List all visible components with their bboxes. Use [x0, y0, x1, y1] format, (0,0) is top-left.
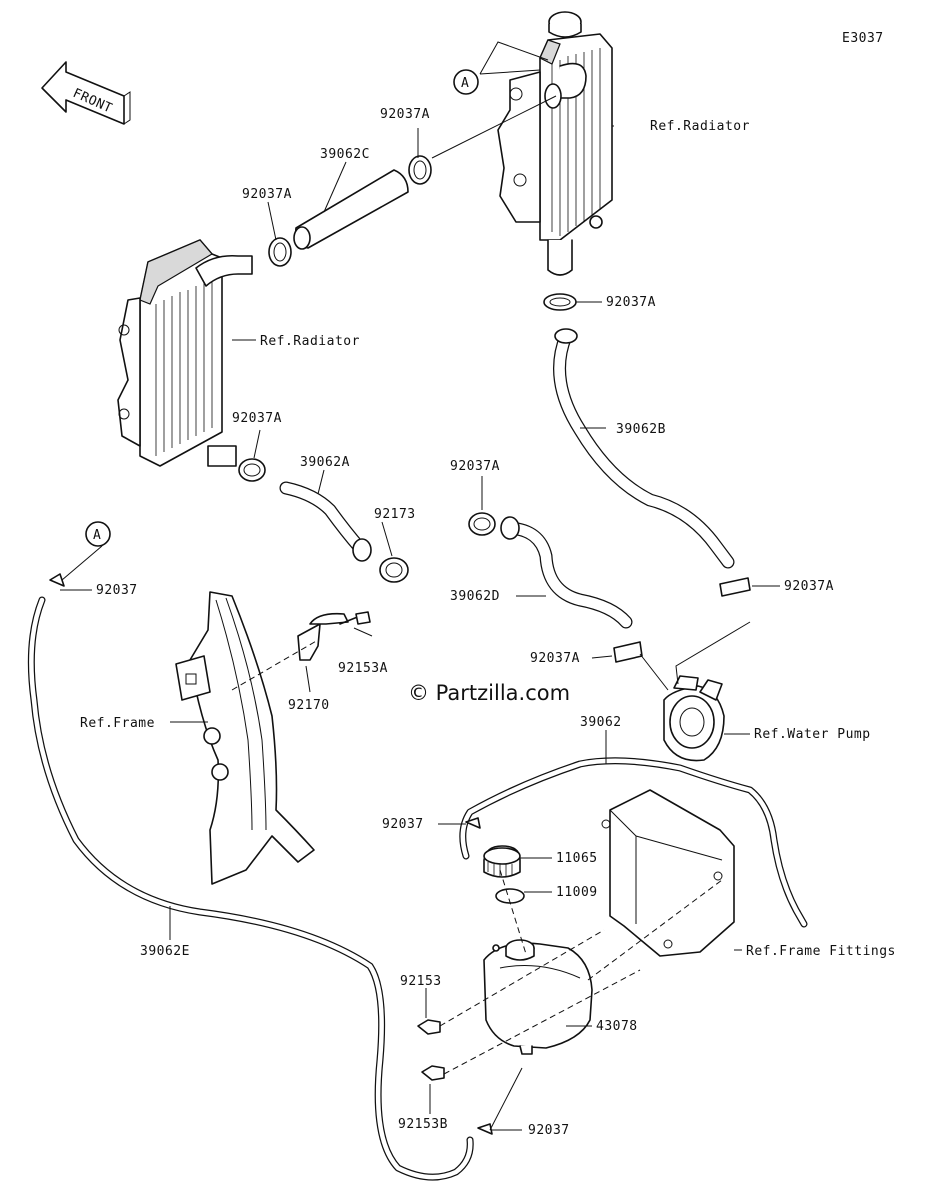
- watermark: © Partzilla.com: [408, 681, 570, 705]
- water-pump: [663, 675, 725, 762]
- label-92153a[interactable]: 92153A: [338, 661, 388, 676]
- callout-a-left: A: [85, 521, 111, 547]
- label-92037-3[interactable]: 92037: [528, 1123, 570, 1138]
- clamp-92173-icon: [379, 557, 409, 583]
- hose-39062e: [27, 596, 474, 1181]
- radiator-left: [117, 239, 253, 467]
- label-11065[interactable]: 11065: [556, 851, 598, 866]
- label-92037-1[interactable]: 92037: [96, 583, 138, 598]
- label-92153[interactable]: 92153: [400, 974, 442, 989]
- ref-water-pump: Ref.Water Pump: [754, 727, 871, 742]
- diagram-code: E3037: [842, 31, 884, 46]
- clip-92037-2-icon: [465, 817, 481, 829]
- assembly-lines: [231, 639, 723, 1075]
- label-39062c[interactable]: 39062C: [320, 147, 370, 162]
- clamp-92037a-4-icon: [238, 458, 266, 482]
- reservoir-tank-43078: [483, 939, 593, 1055]
- bracket-92170: [297, 612, 349, 661]
- hose-39062b: [553, 328, 735, 569]
- bolt-92153-icon: [417, 1019, 441, 1035]
- label-39062b[interactable]: 39062B: [616, 422, 666, 437]
- label-39062[interactable]: 39062: [580, 715, 622, 730]
- front-arrow-icon: FRONT: [41, 61, 131, 125]
- frame: [175, 591, 315, 885]
- clamp-92037a-3-icon: [543, 293, 577, 311]
- ref-frame: Ref.Frame: [80, 716, 155, 731]
- callout-a-top-label: A: [461, 76, 469, 91]
- ref-radiator-left: Ref.Radiator: [260, 334, 360, 349]
- hose-39062a: [279, 481, 372, 562]
- label-92153b[interactable]: 92153B: [398, 1117, 448, 1132]
- label-92173[interactable]: 92173: [374, 507, 416, 522]
- cap-11065-icon: [483, 845, 521, 878]
- label-92037a-1[interactable]: 92037A: [380, 107, 430, 122]
- bolt-92153a-icon: [339, 611, 371, 625]
- label-39062e[interactable]: 39062E: [140, 944, 190, 959]
- label-92037-2[interactable]: 92037: [382, 817, 424, 832]
- label-92037a-6[interactable]: 92037A: [784, 579, 834, 594]
- label-92037a-7[interactable]: 92037A: [530, 651, 580, 666]
- label-92170[interactable]: 92170: [288, 698, 330, 713]
- label-92037a-2[interactable]: 92037A: [242, 187, 292, 202]
- callout-a-top: A: [453, 69, 479, 95]
- label-39062a[interactable]: 39062A: [300, 455, 350, 470]
- clamp-92037a-6-icon: [719, 577, 751, 597]
- hose-39062: [459, 757, 808, 928]
- label-39062d[interactable]: 39062D: [450, 589, 500, 604]
- radiator-right: [497, 11, 613, 276]
- ref-frame-fittings: Ref.Frame Fittings: [746, 944, 896, 959]
- label-92037a-3[interactable]: 92037A: [606, 295, 656, 310]
- callout-a-left-label: A: [93, 528, 101, 543]
- bolt-92153b-icon: [421, 1065, 445, 1081]
- clip-92037-3-icon: [477, 1123, 493, 1135]
- leader-lines: [60, 41, 780, 1131]
- hose-39062d: [500, 516, 633, 629]
- clamp-92037a-5-icon: [468, 512, 496, 536]
- label-92037a-5[interactable]: 92037A: [450, 459, 500, 474]
- frame-fitting-bracket: [601, 789, 735, 957]
- clamp-92037a-1-icon: [408, 155, 432, 185]
- label-43078[interactable]: 43078: [596, 1019, 638, 1034]
- ref-radiator-right: Ref.Radiator: [650, 119, 750, 134]
- label-11009[interactable]: 11009: [556, 885, 598, 900]
- hose-39062c: [293, 169, 409, 250]
- clip-92037-1-icon: [49, 573, 65, 587]
- clamp-92037a-7-icon: [613, 641, 643, 663]
- label-92037a-4[interactable]: 92037A: [232, 411, 282, 426]
- clamp-92037a-2-icon: [268, 237, 292, 267]
